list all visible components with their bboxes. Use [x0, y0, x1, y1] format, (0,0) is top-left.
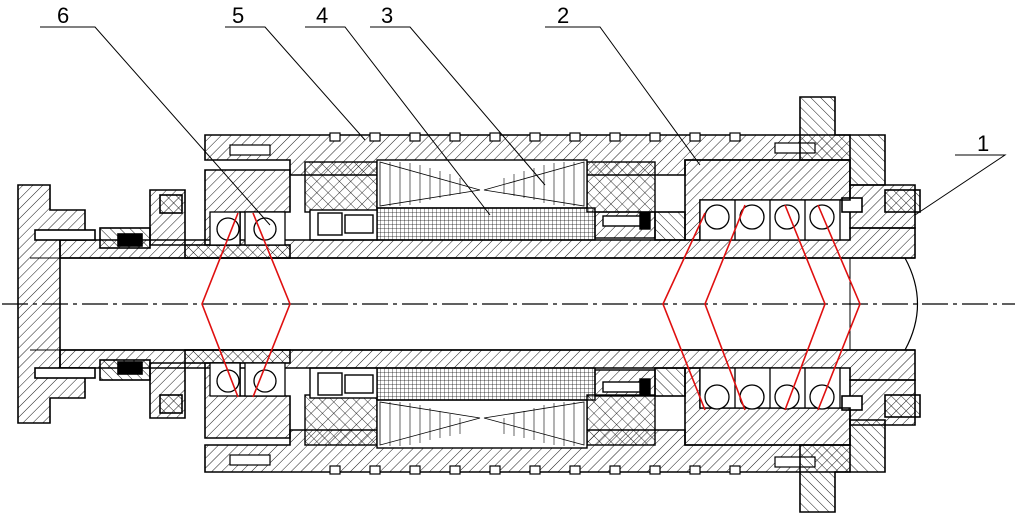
- label-4: 4: [316, 3, 328, 28]
- label-3: 3: [381, 3, 393, 28]
- shaft-nose: [841, 184, 921, 426]
- label-1: 1: [977, 131, 989, 156]
- front-bearings: [699, 199, 841, 410]
- rotor: [309, 207, 656, 401]
- label-6: 6: [57, 3, 69, 28]
- label-5: 5: [232, 3, 244, 28]
- stator: [304, 159, 656, 449]
- leader-lines: [40, 26, 1007, 226]
- label-2: 2: [557, 3, 569, 28]
- contact-angle-lines: [201, 204, 861, 411]
